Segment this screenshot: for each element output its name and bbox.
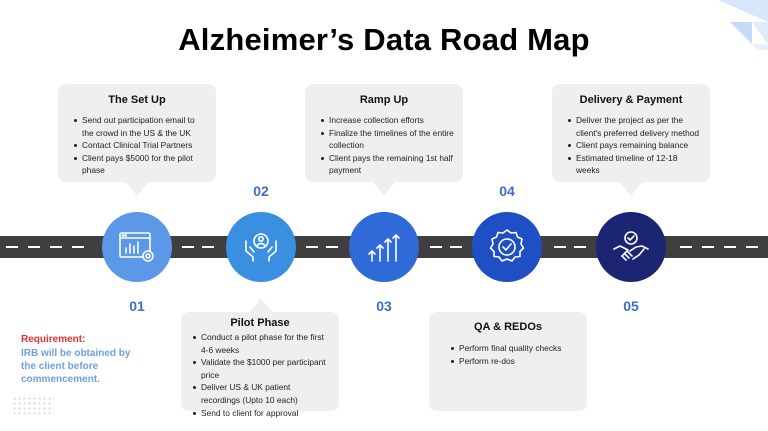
- handshake-icon: [613, 231, 649, 261]
- stage-3-heading: Ramp Up: [359, 94, 409, 106]
- stage-4-number: 04: [499, 183, 515, 199]
- stage-3-card-pointer: [373, 182, 395, 196]
- requirement-text: IRB will be obtained by the client befor…: [21, 348, 131, 385]
- analytics-dashboard-icon: [119, 232, 154, 262]
- stage-1-heading: The Set Up: [108, 94, 166, 106]
- requirement-label: Requirement:: [21, 334, 86, 345]
- stage-2-item: Conduct a pilot phase for the first 4-6 …: [191, 331, 331, 356]
- stage-2-card-pointer: [250, 298, 272, 312]
- stage-4-card: QA & REDOs Perform final quality checks …: [429, 312, 587, 411]
- stage-5-item: Deliver the project as per the client's …: [566, 114, 702, 139]
- stage-4-heading: QA & REDOs: [473, 321, 543, 333]
- page-title: Alzheimer’s Data Road Map: [178, 22, 590, 57]
- stage-1-card: The Set Up Send out participation email …: [58, 84, 216, 182]
- stage-3-item: Increase collection efforts: [319, 114, 455, 127]
- stage-3-circle: [349, 212, 419, 282]
- dot-grid-decoration: [12, 396, 54, 414]
- corner-triangles-decoration: [718, 0, 768, 50]
- stage-3-number: 03: [376, 298, 392, 314]
- stage-2-heading: Pilot Phase: [230, 317, 290, 329]
- stage-3-item: Client pays the remaining 1st half payme…: [319, 152, 455, 177]
- stage-1-circle: [102, 212, 172, 282]
- stage-2-number: 02: [253, 183, 269, 199]
- stage-2-circle: [226, 212, 296, 282]
- stage-5-card: Delivery & Payment Deliver the project a…: [552, 84, 710, 182]
- stage-2-item: Deliver US & UK patient recordings (Upto…: [191, 381, 331, 406]
- stage-1-list: Send out participation email to the crow…: [72, 114, 208, 177]
- stage-2-item: Validate the $1000 per participant price: [191, 356, 331, 381]
- stage-4-list: Perform final quality checks Perform re-…: [449, 342, 579, 367]
- stage-1-item: Send out participation email to the crow…: [72, 114, 208, 139]
- growth-arrows-icon: [368, 234, 400, 262]
- stage-5-number: 05: [623, 298, 639, 314]
- stage-4-item: Perform re-dos: [449, 355, 579, 368]
- stage-1-item: Client pays $5000 for the pilot phase: [72, 152, 208, 177]
- stage-4-item: Perform final quality checks: [449, 342, 579, 355]
- stage-1-card-pointer: [126, 182, 148, 196]
- people-hands-icon: [245, 233, 277, 262]
- stage-1-item: Contact Clinical Trial Partners: [72, 139, 208, 152]
- stage-2-list: Conduct a pilot phase for the first 4-6 …: [191, 331, 331, 419]
- stage-3-card: Ramp Up Increase collection efforts Fina…: [305, 84, 463, 182]
- stage-4-circle: [472, 212, 542, 282]
- verified-badge-icon: [489, 229, 525, 262]
- stage-1-number: 01: [129, 298, 145, 314]
- stage-5-heading: Delivery & Payment: [579, 94, 683, 106]
- stage-2-item: Send to client for approval: [191, 407, 331, 420]
- stage-3-item: Finalize the timelines of the entire col…: [319, 127, 455, 152]
- stage-5-list: Deliver the project as per the client's …: [566, 114, 702, 177]
- stage-5-item: Client pays remaining balance: [566, 139, 702, 152]
- stage-2-card: Pilot Phase Conduct a pilot phase for th…: [181, 312, 339, 418]
- stage-5-item: Estimated timeline of 12-18 weeks: [566, 152, 702, 177]
- stage-5-card-pointer: [620, 182, 642, 196]
- stage-5-circle: [596, 212, 666, 282]
- stage-3-list: Increase collection efforts Finalize the…: [319, 114, 455, 177]
